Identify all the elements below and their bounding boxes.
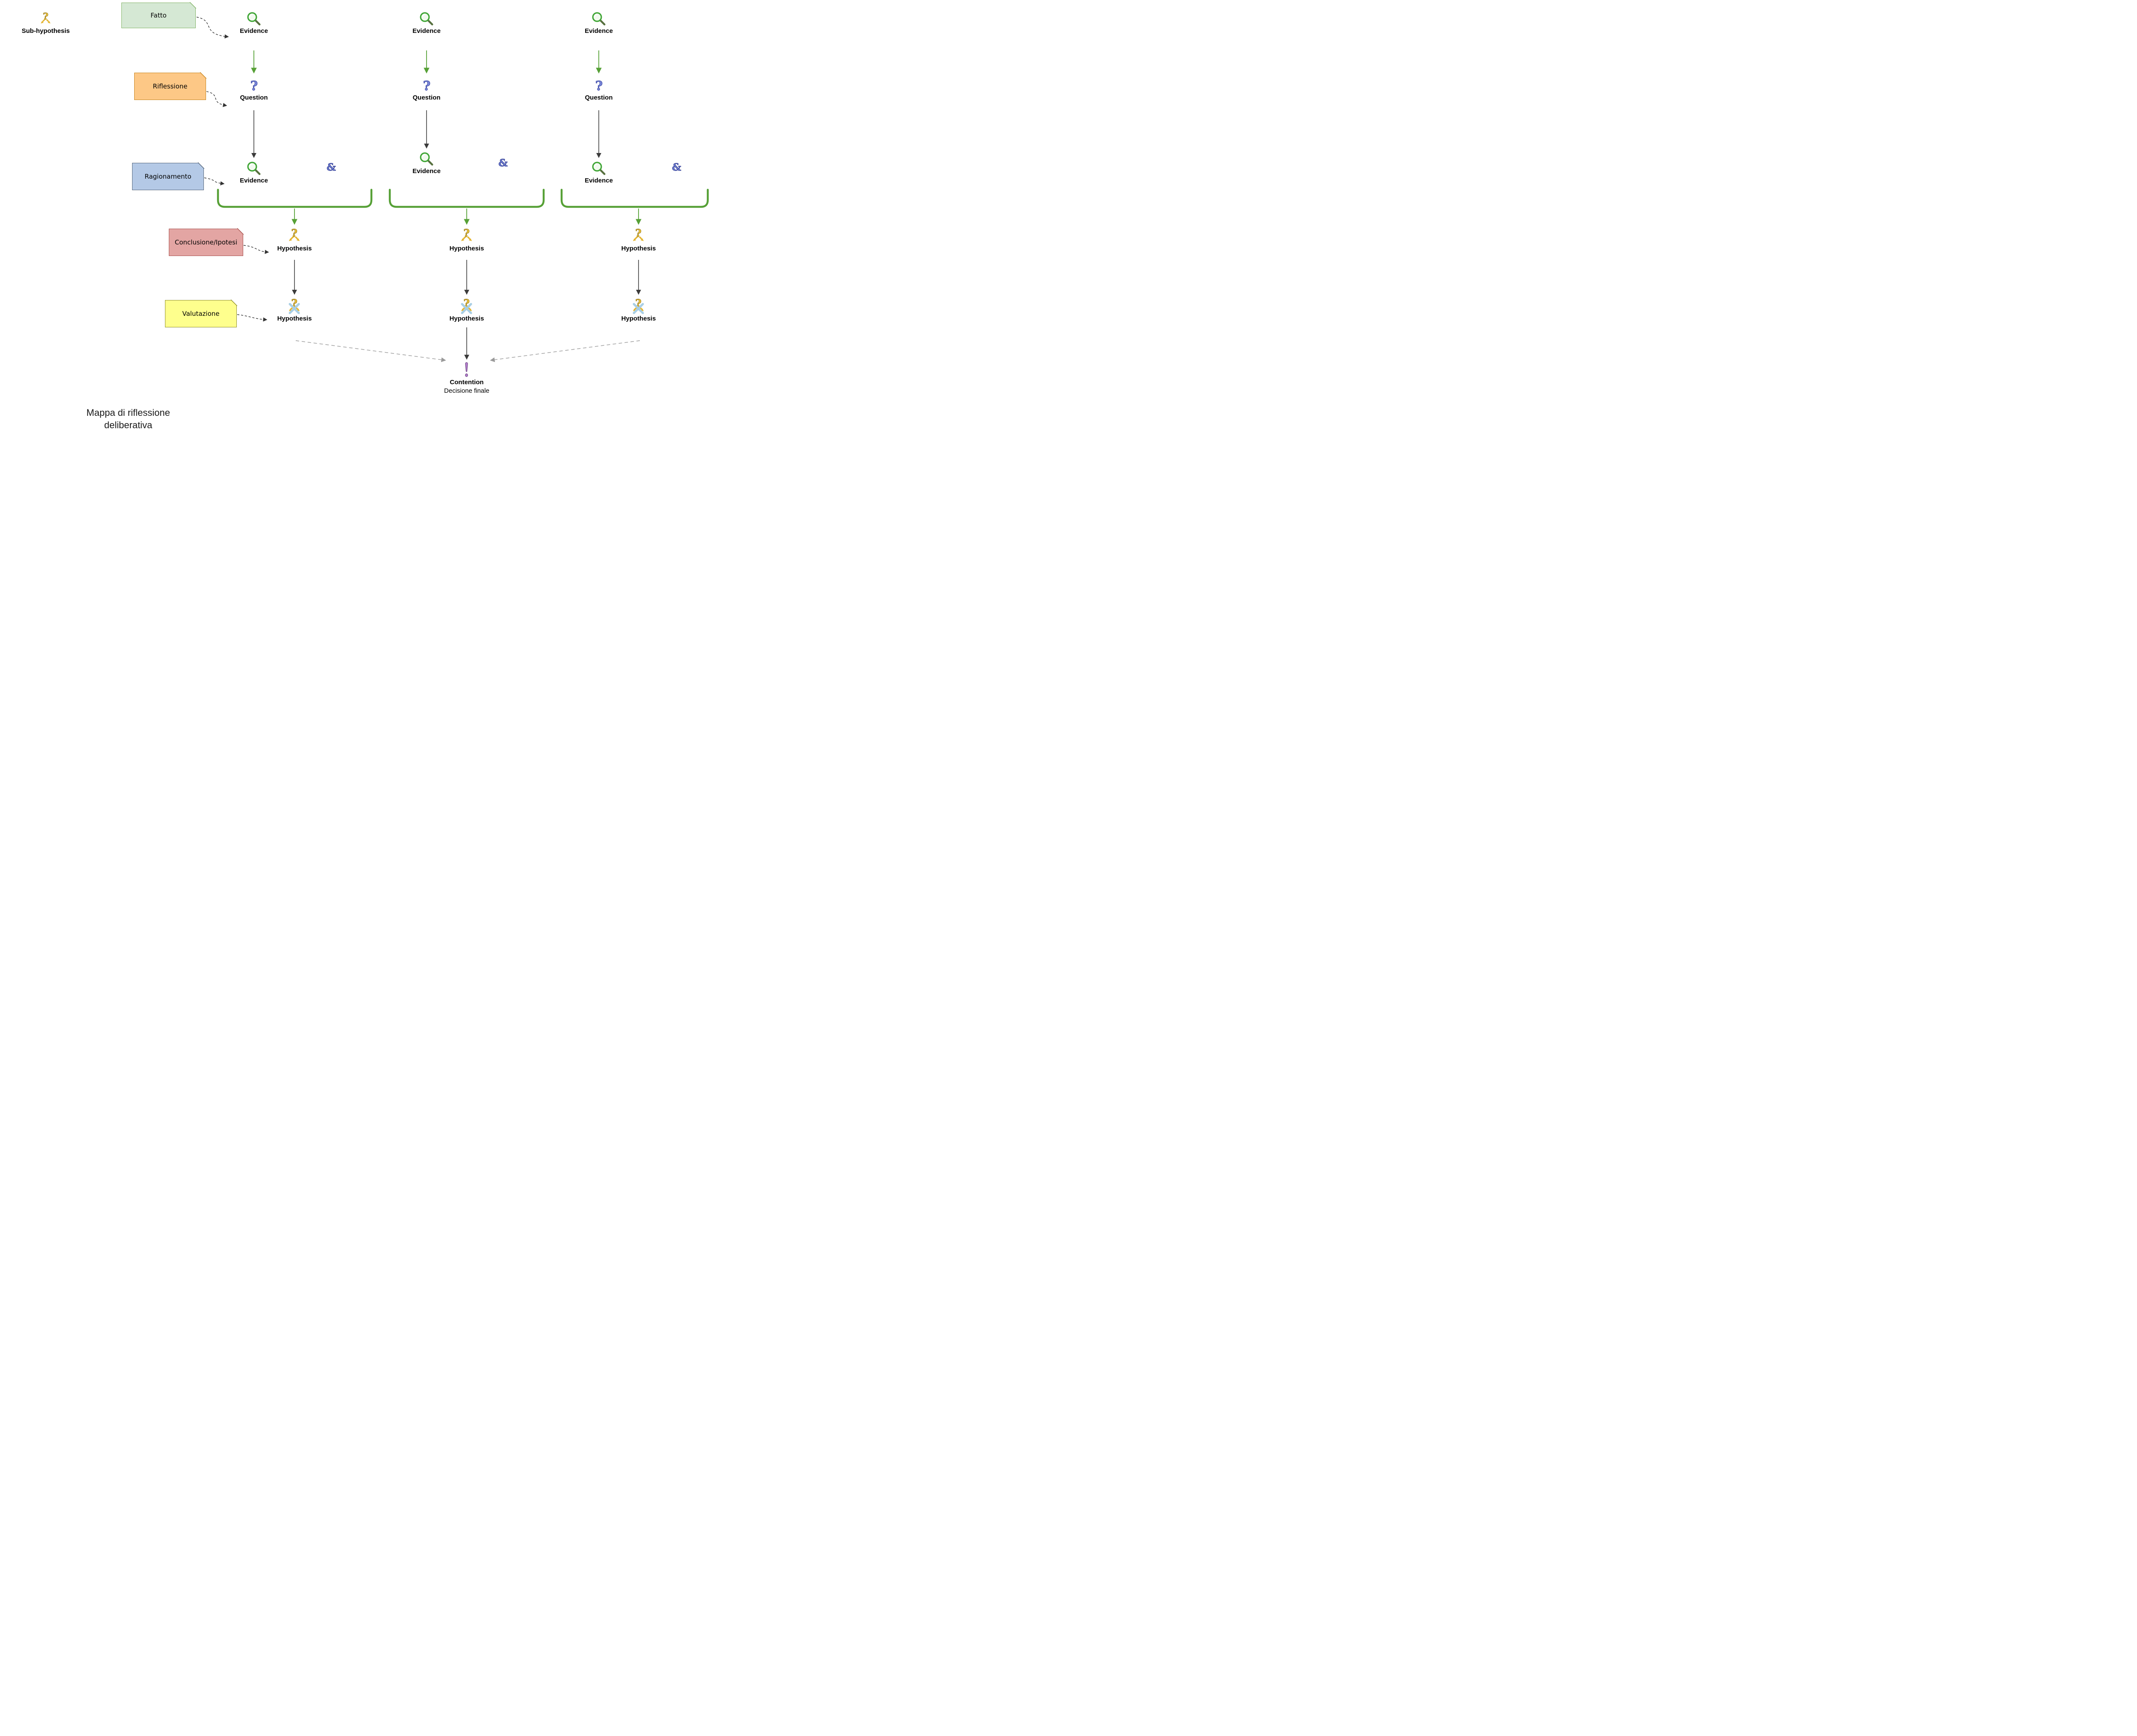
note-fatto[interactable]: Fatto	[121, 2, 196, 28]
question-mark-icon	[247, 79, 261, 93]
evidence-label: Evidence	[585, 177, 613, 184]
diagram-title: Mappa di riflessione deliberativa	[86, 407, 170, 430]
hypothesis-label: Hypothesis	[621, 245, 656, 252]
rejected-hypothesis-node[interactable]: Hypothesis	[621, 297, 656, 323]
magnifier-icon	[591, 161, 606, 176]
hypothesis-branch-icon	[458, 227, 476, 244]
evidence-node[interactable]: Evidence	[240, 161, 268, 185]
folded-corner-icon	[200, 72, 206, 79]
folded-corner-icon	[230, 300, 237, 306]
note-ragionamento[interactable]: Ragionamento	[132, 162, 204, 190]
magnifier-icon	[246, 161, 262, 176]
question-label: Question	[412, 94, 441, 101]
legend-sub-hypothesis[interactable]: Sub-hypothesis	[22, 11, 70, 35]
question-mark-icon	[592, 79, 606, 93]
question-label: Question	[585, 94, 613, 101]
evidence-label: Evidence	[412, 168, 441, 175]
note-valutazione-label: Valutazione	[182, 310, 220, 318]
evidence-label: Evidence	[240, 177, 268, 184]
evidence-node[interactable]: Evidence	[585, 161, 613, 185]
hypothesis-branch-icon	[286, 227, 303, 244]
hypothesis-label: Hypothesis	[277, 315, 312, 322]
evidence-label: Evidence	[240, 27, 268, 35]
question-node[interactable]: Question	[585, 79, 613, 102]
group-brackets	[217, 188, 709, 208]
green-arrows-evidence-to-question	[251, 50, 602, 74]
question-mark-icon	[419, 79, 434, 93]
hypothesis-node[interactable]: Hypothesis	[450, 227, 484, 253]
green-arrows-to-hypothesis	[291, 209, 642, 225]
and-operator[interactable]	[497, 156, 509, 169]
contention-subtitle: Decisione finale	[444, 387, 489, 394]
connector-layer	[196, 17, 709, 362]
note-conclusione-ipotesi[interactable]: Conclusione/Ipotesi	[169, 228, 244, 256]
contention-label: Contention	[450, 379, 484, 386]
crossed-hypothesis-icon	[458, 297, 476, 314]
crossed-hypothesis-icon	[630, 297, 648, 314]
dark-arrows-question-to-evidence	[251, 110, 601, 158]
note-ragionamento-label: Ragionamento	[144, 173, 191, 180]
and-operator[interactable]	[325, 161, 338, 174]
hypothesis-label: Hypothesis	[277, 245, 312, 252]
hypothesis-label: Hypothesis	[621, 315, 656, 322]
note-riflessione-label: Riflessione	[153, 82, 188, 90]
magnifier-icon	[419, 11, 434, 26]
note-fatto-label: Fatto	[150, 12, 167, 19]
ampersand-icon	[325, 161, 338, 174]
ampersand-icon	[670, 161, 683, 174]
dark-arrows-to-evaluated-hypothesis	[292, 260, 641, 295]
magnifier-icon	[591, 11, 606, 26]
hypothesis-label: Hypothesis	[449, 245, 484, 252]
crossed-hypothesis-icon	[286, 297, 303, 314]
note-valutazione[interactable]: Valutazione	[165, 300, 237, 327]
rejected-hypothesis-node[interactable]: Hypothesis	[450, 297, 484, 323]
evidence-node[interactable]: Evidence	[412, 151, 441, 175]
evidence-node[interactable]: Evidence	[240, 11, 268, 35]
question-node[interactable]: Question	[240, 79, 268, 102]
evidence-label: Evidence	[585, 27, 613, 35]
rejected-hypothesis-node[interactable]: Hypothesis	[277, 297, 312, 323]
sub-hypothesis-label: Sub-hypothesis	[21, 27, 70, 35]
arrows-to-contention	[295, 327, 640, 362]
ampersand-icon	[497, 156, 509, 169]
deliberation-map-canvas: ? & ?	[0, 0, 710, 434]
folded-corner-icon	[237, 228, 244, 235]
magnifier-icon	[419, 151, 434, 167]
note-conclusione-label: Conclusione/Ipotesi	[174, 238, 238, 246]
note-riflessione[interactable]: Riflessione	[134, 72, 206, 100]
hypothesis-label: Hypothesis	[449, 315, 484, 322]
folded-corner-icon	[189, 2, 196, 9]
contention-node[interactable]: Contention Decisione finale	[444, 362, 489, 395]
hypothesis-branch-icon	[630, 227, 648, 244]
question-label: Question	[240, 94, 268, 101]
magnifier-icon	[246, 11, 262, 26]
hypothesis-node[interactable]: Hypothesis	[621, 227, 656, 253]
folded-corner-icon	[197, 162, 204, 169]
question-node[interactable]: Question	[412, 79, 441, 102]
evidence-node[interactable]: Evidence	[585, 11, 613, 35]
and-operator[interactable]	[670, 161, 683, 174]
evidence-label: Evidence	[412, 27, 441, 35]
note-connectors	[196, 17, 269, 322]
hypothesis-node[interactable]: Hypothesis	[277, 227, 312, 253]
sub-hypothesis-icon	[38, 11, 54, 26]
exclamation-icon	[461, 362, 473, 378]
evidence-node[interactable]: Evidence	[412, 11, 441, 35]
